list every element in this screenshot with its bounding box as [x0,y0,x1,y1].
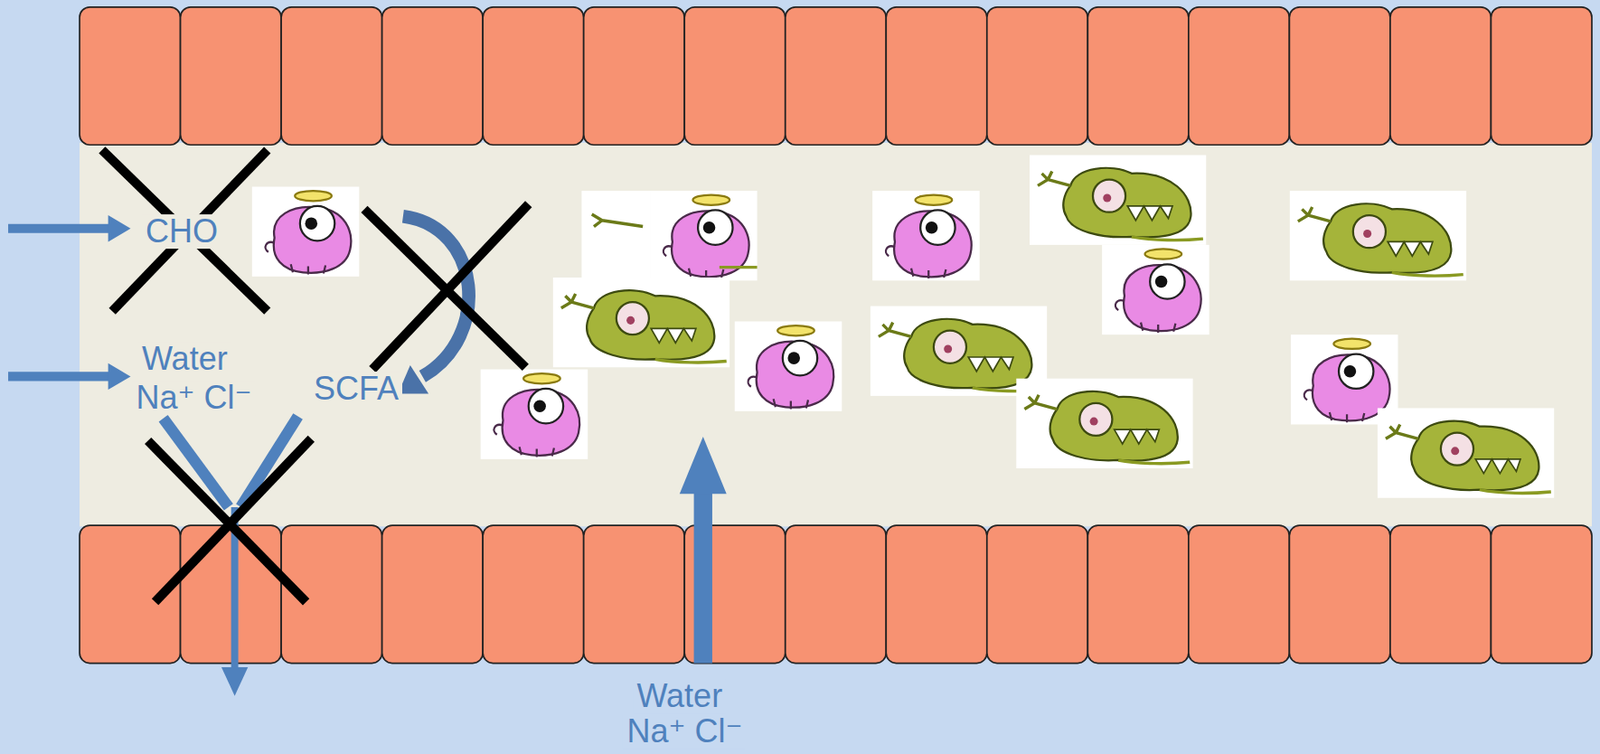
epithelial-cell [482,525,584,663]
flow-arrows [8,215,727,697]
lumen [79,142,1592,527]
epithelial-cell [1390,525,1492,663]
text-label: Na⁺ Cl⁻ [131,380,255,415]
epithelial-cell [885,525,988,663]
epithelial-cell [1390,7,1492,145]
epithelial-cell [1490,525,1592,663]
text-label: Water [632,678,726,714]
text-label: CHO [141,214,222,249]
text-label: Water [138,341,232,377]
epithelial-cell [1289,525,1391,663]
epithelial-cell [987,7,1089,145]
epithelial-cell [583,525,686,663]
epithelial-cell [583,7,686,145]
epithelial-cell [684,7,786,145]
epithelial-cell [180,7,283,145]
epithelial-cell [987,525,1089,663]
block-crosses [102,150,529,603]
epithelial-cell [382,7,484,145]
epithelial-cell [785,525,887,663]
text-label: SCFA [310,371,403,406]
epithelial-cell [1188,7,1290,145]
epithelial-cell [1087,525,1189,663]
epithelial-cell [482,7,584,145]
epithelial-cell [885,7,988,145]
epithelial-cell [180,525,283,663]
epithelial-cell [785,7,887,145]
bacteria [252,155,1554,499]
epithelial-cell [1188,525,1290,663]
epithelial-cell [1087,7,1189,145]
epithelial-cell [79,7,181,145]
epithelial-cell [382,525,484,663]
epithelial-cell [1490,7,1592,145]
epithelial-cells [79,7,1592,664]
epithelial-cell [281,7,383,145]
text-label: Na⁺ Cl⁻ [622,714,746,749]
epithelial-cell [1289,7,1391,145]
